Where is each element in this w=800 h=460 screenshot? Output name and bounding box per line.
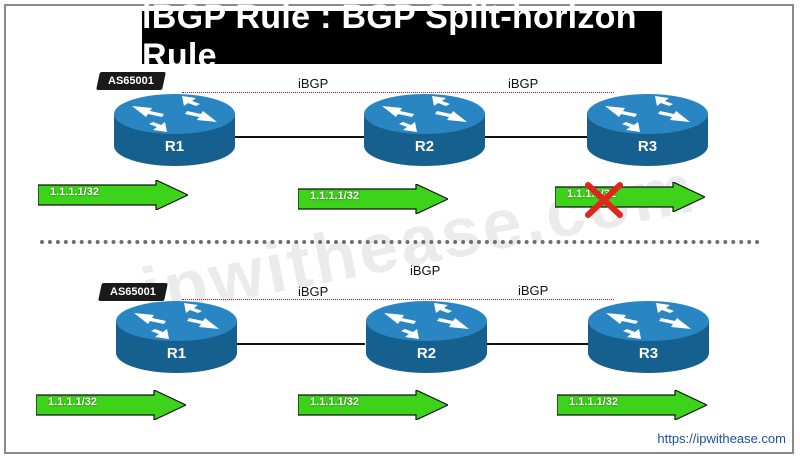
router-name: R1 xyxy=(166,345,187,362)
router-top-r1: R1 xyxy=(112,92,237,170)
router-bottom-r1: R1 xyxy=(114,299,239,377)
ibgp-label-bottom-2: iBGP xyxy=(518,283,549,298)
green-arrow-icon xyxy=(298,184,448,214)
ibgp-label-top-2: iBGP xyxy=(508,76,539,91)
route-arrow-bottom-r1: 1.1.1.1/32 xyxy=(36,390,186,420)
router-name: R1 xyxy=(164,138,185,155)
prefix-label: 1.1.1.1/32 xyxy=(310,396,359,408)
router-bottom-r2: R2 xyxy=(364,299,489,377)
site-url[interactable]: https://ipwithease.com xyxy=(657,431,786,446)
green-arrow-icon xyxy=(36,390,186,420)
router-icon xyxy=(587,94,708,166)
router-top-r2: R2 xyxy=(362,92,487,170)
section-separator xyxy=(40,240,760,244)
green-arrow-icon xyxy=(557,390,707,420)
route-arrow-top-r2: 1.1.1.1/32 xyxy=(298,184,448,214)
route-arrow-top-r3: 1.1.1.1/32 xyxy=(555,182,705,212)
prefix-label: 1.1.1.1/32 xyxy=(50,186,99,198)
router-icon xyxy=(364,94,485,166)
router-name: R3 xyxy=(638,345,659,362)
router-icon xyxy=(366,301,487,373)
route-arrow-bottom-r2: 1.1.1.1/32 xyxy=(298,390,448,420)
router-name: R2 xyxy=(416,345,437,362)
ibgp-label-bottom-r1-r3: iBGP xyxy=(410,263,441,278)
ibgp-session-bottom-r1-r3 xyxy=(182,299,614,300)
as-number-tag-top: AS65001 xyxy=(96,72,166,90)
diagram-title: iBGP Rule : BGP Split-horizon Rule xyxy=(142,0,662,75)
router-name: R3 xyxy=(637,138,658,155)
ibgp-label-top-1: iBGP xyxy=(298,76,329,91)
route-arrow-top-r1: 1.1.1.1/32 xyxy=(38,180,188,210)
router-icon xyxy=(588,301,709,373)
link-top-r1-r2 xyxy=(235,136,365,138)
link-bottom-r2-r3 xyxy=(485,343,590,345)
router-name: R2 xyxy=(414,138,435,155)
router-icon xyxy=(114,94,235,166)
router-icon xyxy=(116,301,237,373)
green-arrow-icon xyxy=(298,390,448,420)
prefix-label: 1.1.1.1/32 xyxy=(310,190,359,202)
green-arrow-icon xyxy=(38,180,188,210)
router-bottom-r3: R3 xyxy=(586,299,711,377)
blocked-x-icon xyxy=(585,182,623,218)
router-top-r3: R3 xyxy=(585,92,710,170)
route-arrow-bottom-r3: 1.1.1.1/32 xyxy=(557,390,707,420)
prefix-label: 1.1.1.1/32 xyxy=(48,396,97,408)
link-top-r2-r3 xyxy=(485,136,590,138)
link-bottom-r1-r2 xyxy=(235,343,365,345)
prefix-label: 1.1.1.1/32 xyxy=(569,396,618,408)
ibgp-session-top-r1-r3 xyxy=(182,92,614,93)
ibgp-label-bottom-1: iBGP xyxy=(298,284,329,299)
